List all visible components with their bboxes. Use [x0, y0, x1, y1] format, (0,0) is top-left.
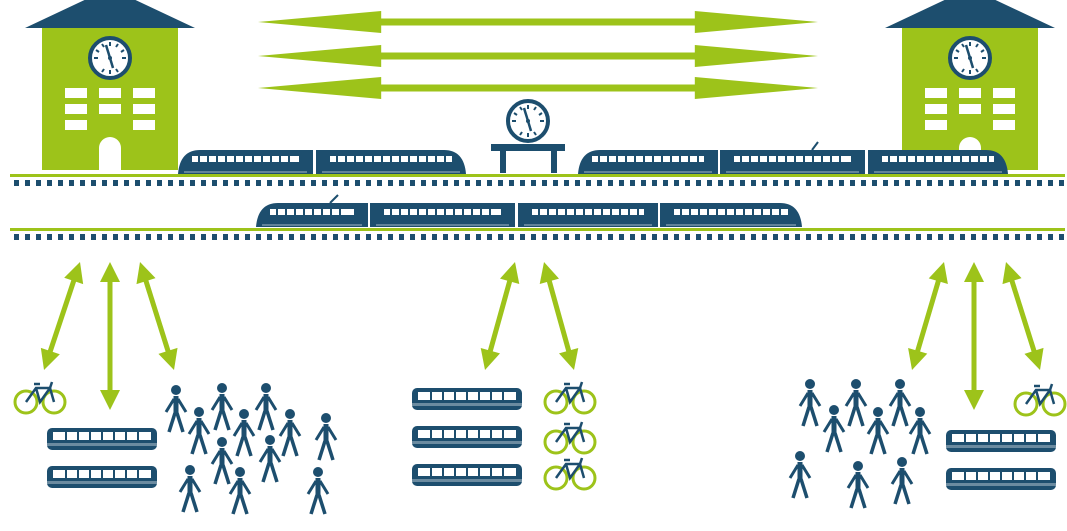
bus-icon	[47, 466, 157, 488]
left-station-building	[25, 0, 195, 170]
long-distance-arrows	[258, 11, 818, 99]
person-icon	[212, 437, 232, 484]
tracks	[10, 174, 1065, 240]
person-icon	[848, 461, 868, 508]
person-icon	[800, 379, 820, 426]
person-icon	[824, 405, 844, 452]
left-connections	[13, 380, 336, 514]
rail-track	[10, 228, 1065, 240]
bicycle-icon	[543, 456, 597, 491]
long-distance-arrow	[258, 77, 818, 99]
person-icon	[256, 383, 276, 430]
person-icon	[868, 407, 888, 454]
rail-track	[10, 174, 1065, 186]
person-icon	[230, 467, 250, 514]
person-icon	[212, 383, 232, 430]
platform-clock	[491, 99, 565, 173]
person-icon	[234, 409, 254, 456]
long-distance-arrow	[258, 45, 818, 67]
person-icon	[308, 467, 328, 514]
transfer-arrow	[480, 262, 520, 370]
person-icon	[892, 457, 912, 504]
right-connections	[790, 379, 1067, 508]
pedestrian-group	[790, 379, 930, 508]
person-icon	[260, 435, 280, 482]
transfer-arrow	[1002, 262, 1044, 370]
person-icon	[316, 413, 336, 460]
bus-icon	[47, 428, 157, 450]
person-icon	[910, 407, 930, 454]
bicycle-icon	[1013, 382, 1067, 417]
bicycle-icon	[13, 380, 67, 415]
bus-icon	[412, 464, 522, 486]
person-icon	[790, 451, 810, 498]
bus-icon	[946, 468, 1056, 490]
transfer-arrow	[100, 262, 120, 410]
person-icon	[846, 379, 866, 426]
upper-right-train	[578, 150, 1008, 174]
connection-arrows	[40, 262, 1044, 410]
long-distance-arrow	[258, 11, 818, 33]
bicycle-icon	[543, 420, 597, 455]
person-icon	[166, 385, 186, 432]
trains	[178, 141, 1008, 227]
lower-center-train	[256, 203, 802, 227]
transfer-arrow	[539, 262, 579, 370]
center-connections	[412, 380, 597, 491]
transfer-arrow	[40, 262, 84, 370]
upper-left-train	[178, 150, 466, 174]
transfer-arrow	[908, 262, 948, 370]
person-icon	[890, 379, 910, 426]
right-station-building	[885, 0, 1055, 170]
person-icon	[189, 407, 209, 454]
bus-icon	[412, 388, 522, 410]
bicycle-icon	[543, 380, 597, 415]
person-icon	[280, 409, 300, 456]
pedestrian-group	[166, 383, 336, 514]
clock-icon	[506, 99, 550, 143]
bus-icon	[946, 430, 1056, 452]
transfer-arrow	[136, 262, 178, 370]
bus-icon	[412, 426, 522, 448]
transfer-arrow	[964, 262, 984, 410]
person-icon	[180, 465, 200, 512]
